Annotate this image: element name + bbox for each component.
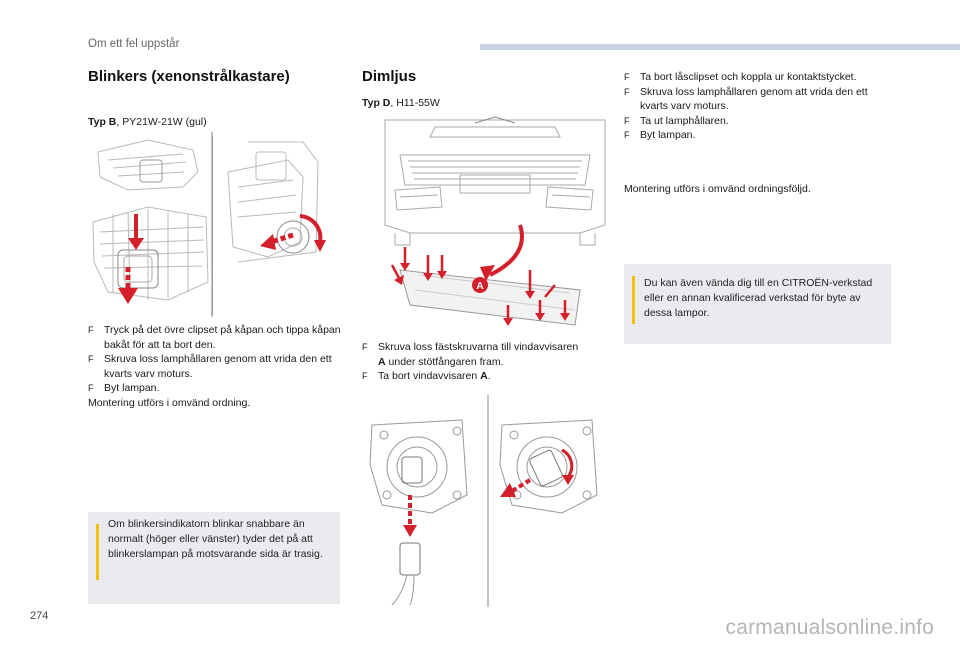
step-marker: F — [362, 371, 368, 381]
callout-a: A — [472, 277, 488, 293]
note-bar-icon — [96, 520, 99, 580]
step-marker: F — [624, 72, 630, 82]
red-arrow-left-dashed — [260, 232, 294, 250]
note-bar-icon — [632, 272, 635, 324]
screw-arrows — [390, 247, 570, 326]
assembly-note: Montering utförs i omvänd ordning. — [88, 396, 251, 409]
step-marker: F — [88, 383, 94, 393]
step-marker: F — [624, 86, 630, 97]
type-label-blinkers: Typ B, PY21W-21W (gul) — [88, 115, 207, 129]
red-arrow-down — [128, 214, 144, 250]
heading-dimljus: Dimljus — [362, 68, 417, 85]
bumper-illustration: A — [384, 116, 606, 326]
step-marker: F — [88, 325, 94, 335]
watermark: carmanualsonline.info — [725, 616, 934, 639]
step-marker: F — [624, 115, 630, 126]
step-marker: F — [624, 130, 630, 140]
figure-front-bumper: A — [380, 115, 610, 337]
type-label-rest: , H11-55W — [390, 97, 440, 109]
step-marker: F — [88, 354, 94, 364]
red-curved-arrow — [480, 224, 524, 281]
note-text: Du kan även vända dig till en CITROËN-ve… — [644, 277, 873, 319]
type-label-rest: , PY21W-21W (gul) — [116, 116, 207, 128]
red-arrow-down-dashed — [118, 267, 138, 304]
header-bar — [480, 44, 960, 50]
foglamp-illustration — [369, 395, 598, 607]
figure-foglamp-holder — [362, 395, 610, 607]
step-marker: F — [362, 342, 368, 352]
assembly-note-right: Montering utförs i omvänd ordningsföljd. — [624, 183, 811, 195]
figure-divider — [212, 135, 213, 315]
svg-text:A: A — [476, 281, 483, 292]
blinker-illustration — [92, 132, 326, 317]
type-label-dimljus: Typ D, H11-55W — [362, 96, 440, 110]
type-label-bold: Typ B — [88, 116, 117, 128]
running-header: Om ett fel uppstår — [88, 38, 180, 50]
red-rotate-arrow — [561, 448, 574, 485]
red-arrow-down-dashed — [403, 495, 417, 537]
figure-blinker-replacement — [88, 132, 340, 317]
red-arrow-diagonal-dashed — [500, 478, 532, 497]
heading-blinkers: Blinkers (xenonstrålkastare) — [88, 68, 290, 85]
red-rotate-arrow — [299, 214, 326, 252]
info-note-blinkers: Om blinkersindikatorn blinkar snabbare ä… — [88, 512, 340, 604]
note-text: Om blinkersindikatorn blinkar snabbare ä… — [108, 518, 323, 560]
type-label-bold: Typ D — [362, 97, 391, 109]
page-number: 274 — [30, 610, 49, 622]
info-note-right: Du kan även vända dig till en CITROËN-ve… — [624, 264, 891, 344]
